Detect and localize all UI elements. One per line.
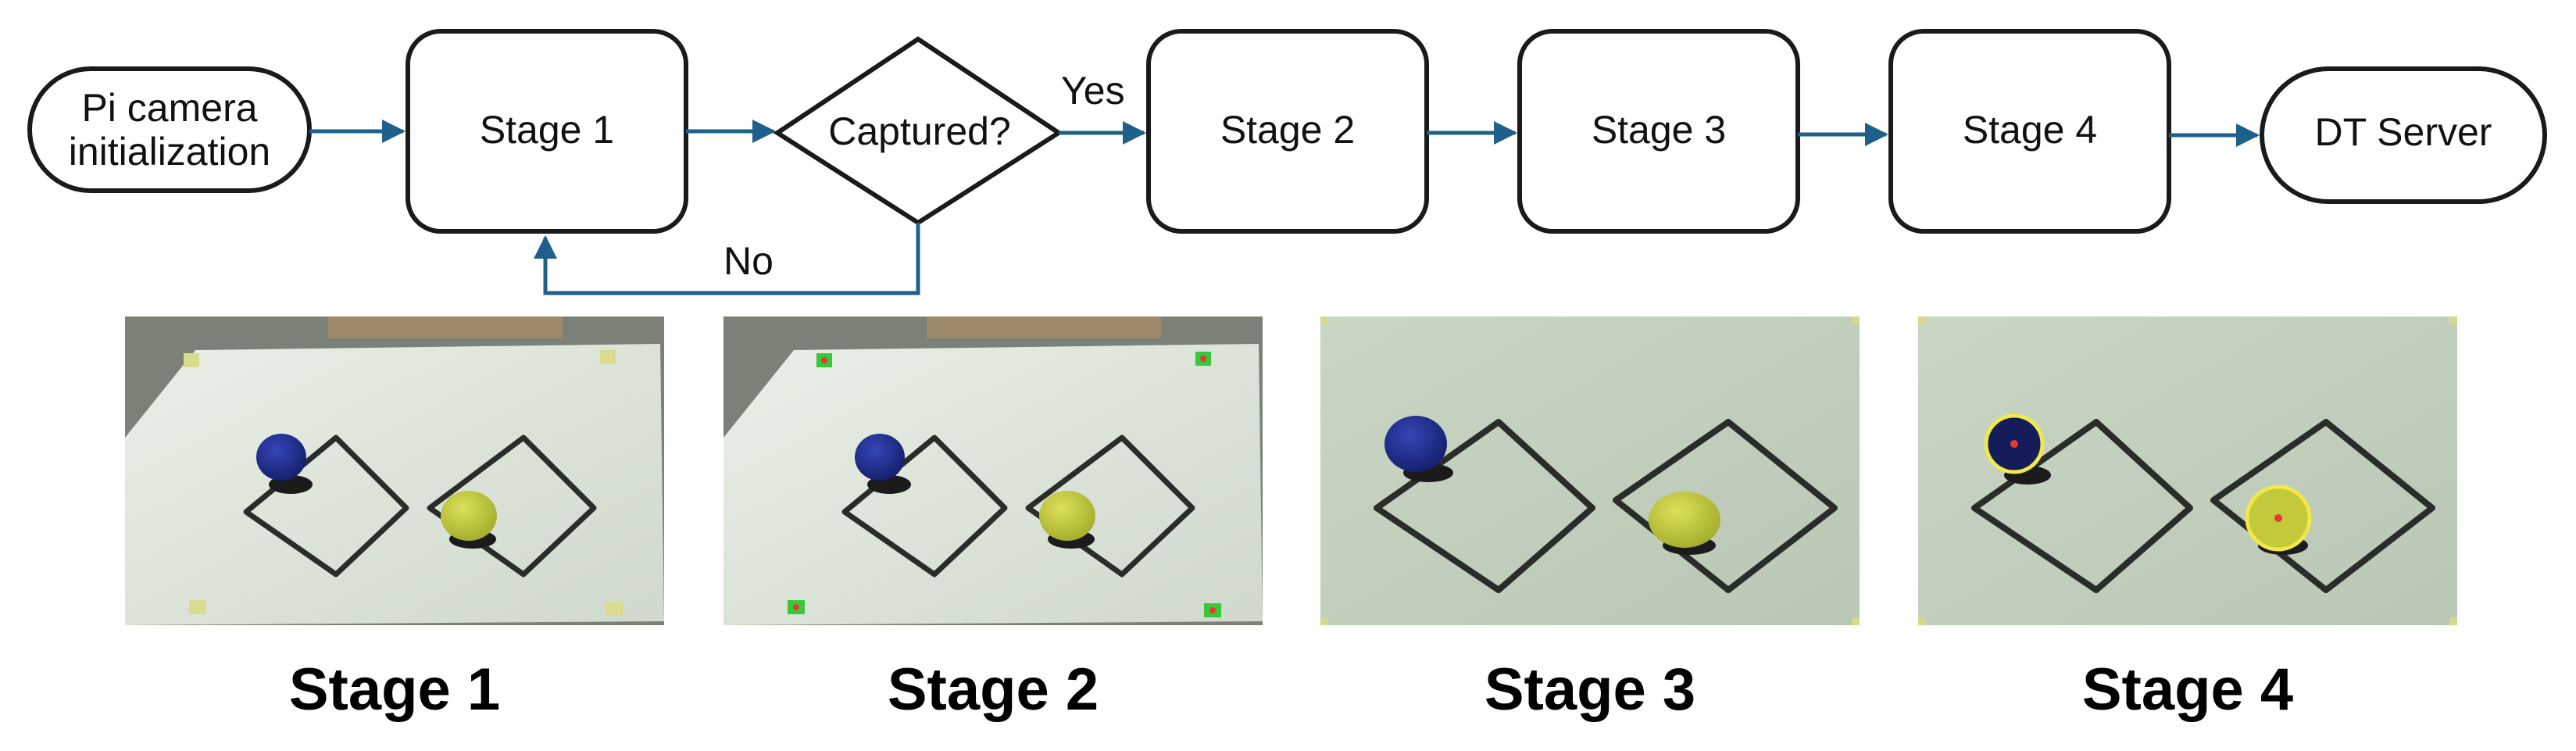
photo-stage1 [125, 316, 664, 625]
node-pi-camera-line1: Pi camera [81, 86, 257, 130]
corner-markers [788, 352, 1221, 617]
track-right [427, 435, 597, 578]
node-stage2: Stage 2 [1146, 29, 1429, 234]
track-right [1025, 435, 1195, 578]
node-stage2-label: Stage 2 [1220, 108, 1355, 152]
node-dt-server-label: DT Server [2315, 110, 2492, 154]
node-pi-camera: Pi camera initialization [27, 66, 312, 193]
track-right [2210, 419, 2435, 593]
photo-stage4 [1918, 316, 2457, 625]
track-left [243, 435, 409, 578]
node-stage1: Stage 1 [406, 29, 688, 234]
caption-stage2: Stage 2 [887, 656, 1099, 723]
node-stage1-label: Stage 1 [480, 108, 614, 152]
photo-stage3 [1320, 316, 1860, 625]
node-captured-decision: Captured? [773, 36, 1063, 226]
edge-label-yes: Yes [1061, 69, 1125, 113]
caption-stage1: Stage 1 [288, 656, 501, 723]
track-right [1613, 419, 1838, 593]
yellow-puck [441, 491, 497, 541]
track-left [1971, 419, 2193, 593]
edge-label-no: No [723, 239, 774, 283]
track-left [841, 435, 1008, 578]
blue-puck [256, 434, 306, 481]
node-captured-label: Captured? [828, 109, 1011, 153]
node-stage3: Stage 3 [1517, 29, 1800, 234]
yellow-puck-center [2274, 514, 2282, 522]
node-dt-server: DT Server [2260, 66, 2547, 204]
blue-puck [1384, 416, 1447, 472]
node-stage4: Stage 4 [1888, 29, 2171, 234]
photo-stage2 [723, 316, 1263, 625]
caption-stage4: Stage 4 [2081, 656, 2294, 723]
yellow-puck [1039, 491, 1095, 541]
track-left [1374, 419, 1595, 593]
caption-stage3: Stage 3 [1484, 656, 1696, 723]
yellow-puck [1649, 492, 1720, 548]
node-stage3-label: Stage 3 [1592, 108, 1726, 152]
edge-captured-no-loop [534, 223, 920, 295]
node-pi-camera-line2: initialization [69, 130, 270, 173]
blue-puck-center [2010, 440, 2018, 448]
blue-puck [855, 434, 905, 481]
node-stage4-label: Stage 4 [1963, 108, 2097, 152]
